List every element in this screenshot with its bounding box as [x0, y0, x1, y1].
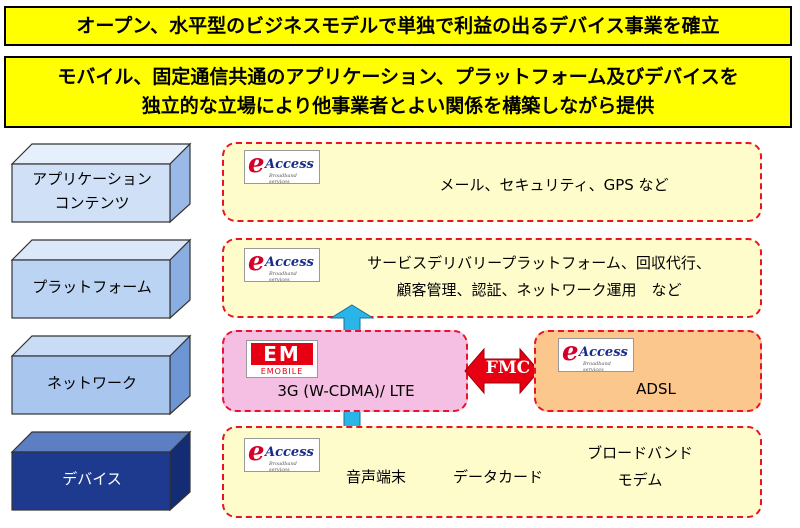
layer-label-line2: コンテンツ [54, 194, 130, 212]
device-item-datacard: データカード [452, 468, 543, 486]
eaccess-logo: e Access Broadband services [244, 437, 320, 473]
platform-text-line1: サービスデリバリープラットフォーム、回収代行、 [367, 254, 711, 272]
eaccess-logo-sub: Broadband services [269, 461, 297, 473]
device-panel: e Access Broadband services 音声端末 データカード … [222, 426, 762, 518]
layer-block-application: アプリケーション コンテンツ [8, 142, 194, 224]
eaccess-logo-word: Access [579, 345, 628, 360]
layer-label-line1: アプリケーション [32, 170, 152, 188]
second-banner-line2: 独立的な立場により他事業者とよい関係を構築しながら提供 [141, 95, 655, 117]
eaccess-logo-word: Access [265, 157, 314, 172]
second-banner-line1: モバイル、固定通信共通のアプリケーション、プラットフォーム及びデバイスを [57, 66, 739, 88]
platform-text: サービスデリバリープラットフォーム、回収代行、 顧客管理、認証、ネットワーク運用… [324, 250, 754, 304]
layer-label: デバイス [20, 450, 164, 508]
eaccess-logo-word: Access [265, 445, 314, 460]
layer-label: プラットフォーム [20, 258, 164, 316]
layer-label-line1: プラットフォーム [32, 278, 152, 296]
eaccess-logo-e: e [562, 337, 579, 367]
eaccess-logo-e: e [248, 437, 265, 467]
layer-label: ネットワーク [20, 354, 164, 412]
layer-label-line1: ネットワーク [46, 374, 137, 392]
eaccess-logo-sub: Broadband services [583, 361, 611, 373]
layer-block-device: デバイス [8, 430, 194, 512]
network-fixed-panel: e Access Broadband services ADSL [534, 330, 762, 412]
eaccess-logo-e: e [248, 247, 265, 277]
top-banner: オープン、水平型のビジネスモデルで単独で利益の出るデバイス事業を確立 [4, 6, 792, 46]
layer-block-platform: プラットフォーム [8, 238, 194, 320]
layer-block-shape [10, 430, 192, 512]
layer-label-line1: デバイス [62, 470, 122, 488]
layer-label: アプリケーション コンテンツ [20, 162, 164, 220]
device-item-modem-line2: モデム [617, 471, 663, 489]
device-item-modem: ブロードバンド モデム [580, 440, 700, 494]
eaccess-logo-sub: Broadband services [269, 173, 297, 185]
emobile-logo: EM EMOBILE [246, 340, 318, 378]
network-mobile-panel: EM EMOBILE 3G (W-CDMA)/ LTE [222, 330, 468, 412]
network-fixed-text: ADSL [636, 380, 676, 398]
application-text: メール、セキュリティ、GPS など [439, 176, 669, 194]
layer-block-shape [10, 238, 192, 320]
layer-block-shape [10, 142, 192, 224]
eaccess-logo-word: Access [265, 255, 314, 270]
eaccess-logo: e Access Broadband services [244, 149, 320, 185]
eaccess-logo-sub: Broadband services [269, 271, 297, 283]
eaccess-logo: e Access Broadband services [244, 247, 320, 283]
platform-text-line2: 顧客管理、認証、ネットワーク運用 など [396, 281, 682, 299]
fmc-label: FMC [485, 358, 531, 378]
emobile-logo-word: EMOBILE [260, 367, 304, 376]
device-item-voice: 音声端末 [345, 468, 406, 486]
layer-block-network: ネットワーク [8, 334, 194, 416]
layer-block-shape [10, 334, 192, 416]
device-item-modem-line1: ブロードバンド [587, 444, 693, 462]
second-banner: モバイル、固定通信共通のアプリケーション、プラットフォーム及びデバイスを 独立的… [4, 56, 792, 128]
emobile-logo-mark: EM [251, 343, 313, 365]
platform-panel: e Access Broadband services サービスデリバリープラッ… [222, 238, 762, 318]
eaccess-logo: e Access Broadband services [558, 337, 634, 373]
network-mobile-text: 3G (W-CDMA)/ LTE [277, 382, 415, 400]
top-banner-text: オープン、水平型のビジネスモデルで単独で利益の出るデバイス事業を確立 [76, 15, 720, 37]
application-panel: e Access Broadband services メール、セキュリティ、G… [222, 142, 762, 222]
eaccess-logo-e: e [248, 149, 265, 179]
